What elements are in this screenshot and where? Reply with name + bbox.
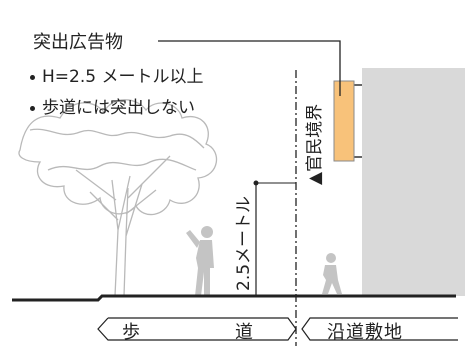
pedestrian-left (186, 226, 214, 296)
bullet-icon (30, 74, 35, 80)
condition-height: H=2.5 メートル以上 (30, 62, 203, 87)
condition-no-protrusion-text: 歩道には突出しない (42, 98, 195, 118)
roadside-label: 沿道敷地 (327, 322, 403, 343)
sidewalk-label-2: 道 (235, 322, 253, 343)
roadside-bracket (301, 317, 458, 341)
condition-no-protrusion: 歩道には突出しない (30, 93, 195, 118)
sidewalk-bracket (97, 317, 297, 341)
building (362, 68, 465, 296)
pedestrian-right (322, 253, 342, 294)
bullet-icon (30, 105, 35, 111)
sign-title: 突出広告物 (33, 32, 123, 53)
protruding-sign (333, 80, 355, 162)
condition-height-text: H=2.5 メートル以上 (42, 67, 204, 87)
ground-line (12, 294, 456, 302)
tree (18, 99, 218, 297)
height-label: 2.5メートル (234, 195, 254, 291)
sidewalk-label-1: 歩 (122, 322, 140, 343)
leader-line (158, 40, 341, 96)
height-dimension-dot (253, 180, 259, 186)
boundary-label: ▲官民境界 (305, 103, 325, 185)
